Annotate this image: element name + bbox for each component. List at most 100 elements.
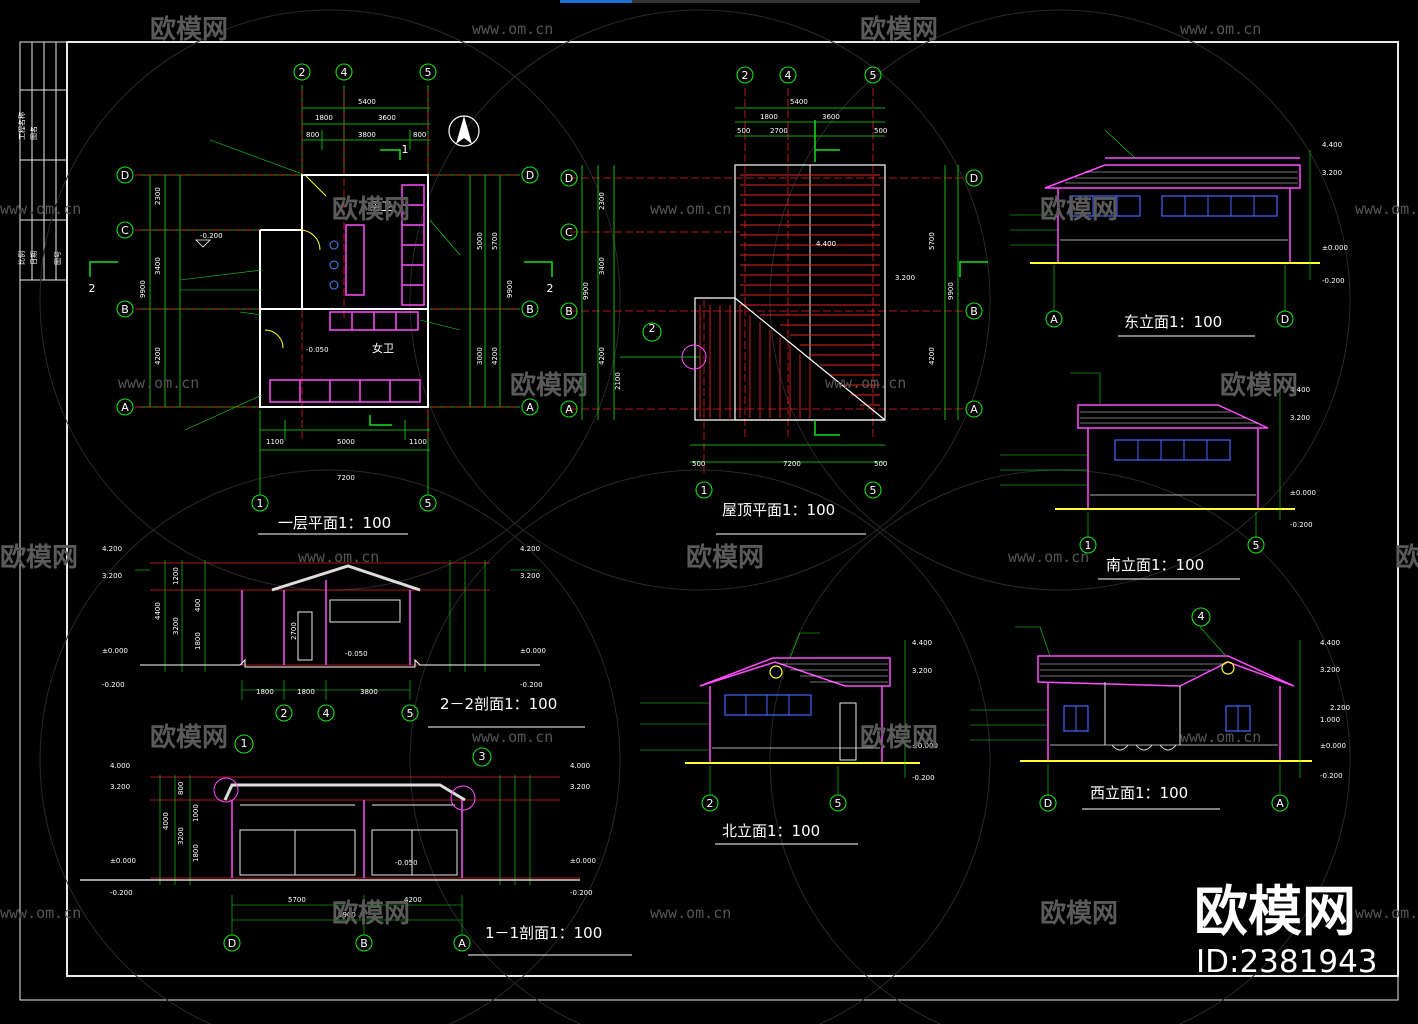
section-2-2: 4.200 3.200 ±0.000 -0.200 4.200 3.200 ±0… [102,545,585,728]
watermark-text: 欧模网 [0,542,78,573]
level-label: 2.200 [1330,704,1350,712]
dim-text: 1100 [409,438,427,446]
dim-text: 1800 [256,688,274,696]
dim-text: 4400 [154,602,162,620]
dim-text: 3000 [476,347,484,365]
section-mark: 2 [89,282,96,295]
axis-label: C [121,224,129,237]
dim-text: 1800 [192,844,200,862]
dim-text: 2700 [290,622,298,640]
dim-text: 7200 [337,474,355,482]
dim-text: 3600 [822,113,840,121]
top-bar-accent [560,0,632,3]
roof-plan: 2 4.400 3.200 5400 1800 3600 500 2700 50… [560,66,988,535]
dim-text: 1800 [760,113,778,121]
detail-mark: 3 [479,750,486,763]
section-mark: 2 [547,282,554,295]
watermark-text: 欧模网 [150,722,228,753]
dim-text: 5400 [358,98,376,106]
axis-label: 5 [407,707,414,720]
drawing-title: 屋顶平面1：100 [722,501,835,519]
dim-text: 9900 [582,282,590,300]
level-label: ±0.000 [1322,244,1348,252]
level-label: ±0.000 [1290,489,1316,497]
dim-text: 3800 [358,131,376,139]
dim-text: 2300 [598,192,606,210]
dim-text: 800 [306,131,319,139]
axis-label: A [121,401,129,414]
axis-label: 5 [425,497,432,510]
dim-text: 500 [874,460,887,468]
watermark-url: www.om.cn [1180,728,1261,746]
dim-text: 800 [413,131,426,139]
axis-label: A [526,401,534,414]
drawing-title: 1－1剖面1：100 [485,924,602,942]
watermark-text: 欧模网 [1220,370,1298,401]
watermark-url: www.om.cn [0,200,81,218]
axis-label: 4 [323,707,330,720]
level-label: 4.400 [1290,386,1310,394]
dim-text: 500 [874,127,887,135]
title-block-row: 工程名称 [17,112,26,140]
axis-label: D [1044,797,1052,810]
axis-label: C [565,226,573,239]
level-label: 3.200 [1320,666,1340,674]
inner-sheet-border [66,41,1399,977]
watermark-text: 欧模网 [332,194,410,225]
watermark-url: www.om.cn [650,904,731,922]
axis-label: 5 [425,66,432,79]
watermark-url: www.om.cn [0,904,81,922]
title-block-row: 图名 [29,126,38,140]
dim-text: 9900 [338,911,356,919]
axis-label: 5 [870,484,877,497]
watermark-url: www.om.cn [1180,20,1261,38]
dim-text: 5000 [476,232,484,250]
axis-label: 5 [835,797,842,810]
brand-badge: 欧模网 ID:2381943 [1194,880,1378,980]
level-label: -0.200 [1290,521,1313,529]
watermark-text: 欧模网 [860,14,938,45]
level-label: -0.200 [1320,772,1343,780]
detail-mark: 2 [649,322,656,335]
axis-label: B [526,303,534,316]
watermark-url: www.om.cn [1355,200,1418,218]
dim-text: 1800 [194,632,202,650]
axis-label: D [1281,313,1289,326]
dim-text: 3400 [154,257,162,275]
dim-text: 1200 [172,567,180,585]
dim-text: 3200 [172,617,180,635]
dim-text: 5700 [288,896,306,904]
level-label: 4.400 [912,639,932,647]
dim-text: 1100 [266,438,284,446]
axis-label: A [565,403,573,416]
dim-text: 1000 [192,804,200,822]
watermark-arcs [39,9,1351,1024]
dim-text: 4200 [154,347,162,365]
room-label-female: 女卫 [372,341,394,355]
north-elevation: 4.400 3.200 ±0.000 -0.200 2 5 北立面1：100 [640,632,938,845]
axis-label: 1 [257,497,264,510]
level-label: 3.200 [1322,169,1342,177]
dim-text: 3200 [177,827,185,845]
dim-text: 2700 [770,127,788,135]
dim-text: 4200 [404,896,422,904]
dim-text: 1800 [315,114,333,122]
dim-text: 800 [177,782,185,795]
level-label: 3.200 [912,667,932,675]
axis-label: D [970,172,978,185]
watermark-url: www.om.cn [1355,904,1418,922]
axis-label: 5 [1253,539,1260,552]
level-label: 3.200 [895,274,915,282]
detail-mark: 4 [1198,610,1205,623]
axis-label: B [565,305,573,318]
level-label: -0.050 [345,650,368,658]
axis-label: D [526,169,534,182]
dim-text: 5700 [928,232,936,250]
axis-label: 4 [785,69,792,82]
dim-text: 9900 [139,280,147,298]
level-label: -0.050 [395,859,418,867]
axis-label: 2 [707,797,714,810]
watermark-url: www.om.cn [650,200,731,218]
axis-label: A [458,937,466,950]
